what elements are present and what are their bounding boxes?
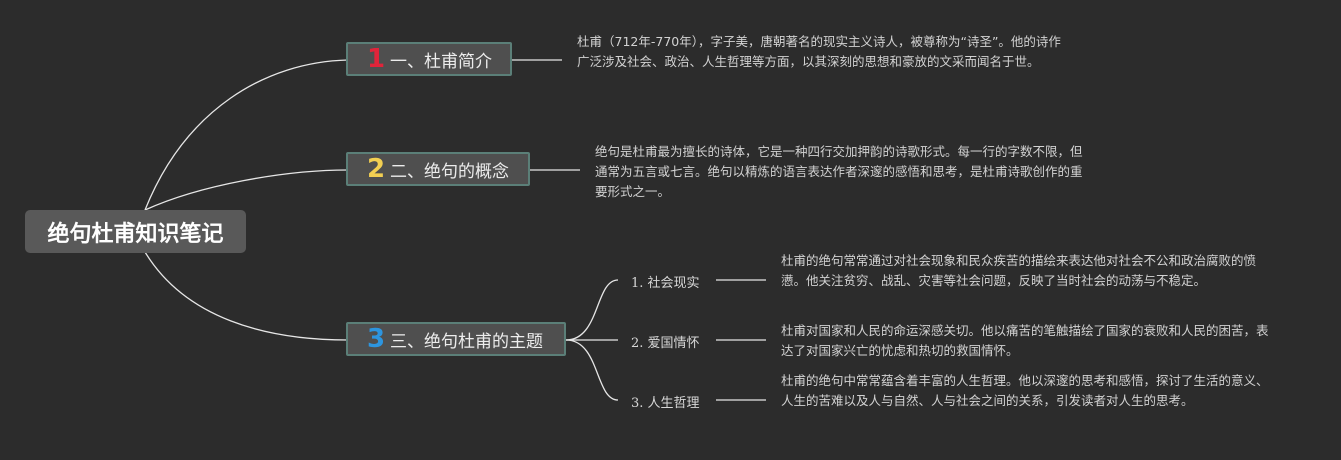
link-root-topic2 [144, 169, 349, 211]
subtopic-social-reality[interactable]: 1. 社会现实 [631, 276, 700, 291]
number-2-icon: 2 [366, 154, 386, 184]
topic-1-node[interactable]: 1 一、杜甫简介 [346, 42, 512, 76]
number-3-icon: 3 [366, 324, 386, 354]
root-topic-label: 绝句杜甫知识笔记 [47, 221, 224, 247]
subtopic-patriotism-note: 杜甫对国家和人民的命运深感关切。他以痛苦的笔触描绘了国家的衰败和人民的困苦，表达… [781, 323, 1269, 358]
subtopic-life-philosophy[interactable]: 3. 人生哲理 [631, 396, 700, 411]
link-root-topic3 [144, 251, 349, 341]
topic-1-label: 一、杜甫简介 [390, 51, 492, 72]
subtopic-life-philosophy-note: 杜甫的绝句中常常蕴含着丰富的人生哲理。他以深邃的思考和感悟，探讨了生活的意义、人… [781, 373, 1269, 408]
topic-2-label: 二、绝句的概念 [390, 161, 509, 182]
subtopic-social-reality-note: 杜甫的绝句常常通过对社会现象和民众疾苦的描绘来表达他对社会不公和政治腐败的愤懑。… [781, 253, 1257, 288]
number-1-icon: 1 [366, 44, 386, 74]
link-topic3-sub1 [565, 279, 619, 341]
topic-3-node[interactable]: 3 三、绝句杜甫的主题 [346, 322, 566, 356]
topic-2-note: 绝句是杜甫最为擅长的诗体，它是一种四行交加押韵的诗歌形式。每一行的字数不限，但通… [595, 144, 1083, 199]
topic-2-node[interactable]: 2 二、绝句的概念 [346, 152, 530, 186]
subtopic-patriotism[interactable]: 2. 爱国情怀 [631, 336, 700, 351]
link-root-topic1 [144, 59, 349, 211]
topic-1-note: 杜甫（712年-770年），字子美，唐朝著名的现实主义诗人，被尊称为“诗圣”。他… [577, 34, 1061, 69]
root-topic[interactable]: 绝句杜甫知识笔记 [25, 210, 246, 253]
topic-3-label: 三、绝句杜甫的主题 [390, 331, 543, 352]
link-topic3-sub3 [565, 339, 619, 401]
